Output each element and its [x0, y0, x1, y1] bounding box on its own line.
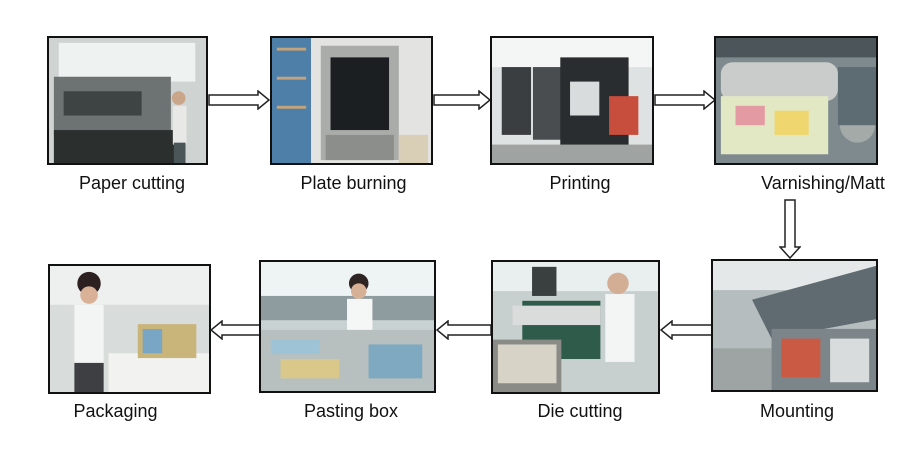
arrow-left-icon — [660, 320, 714, 340]
plate-burning-photo — [270, 36, 433, 165]
pasting-box-photo — [259, 260, 436, 393]
arrow-left-icon — [436, 320, 492, 340]
step-label-pasting-box: Pasting box — [303, 401, 399, 421]
packaging-photo — [48, 264, 211, 394]
arrow-right-icon — [208, 90, 270, 110]
die-cutting-photo — [491, 260, 660, 394]
step-label-packaging: Packaging — [73, 401, 158, 421]
arrow-left-icon — [210, 320, 262, 340]
step-label-die-cutting: Die cutting — [537, 401, 623, 421]
arrow-right-icon — [654, 90, 716, 110]
paper-cutting-photo — [47, 36, 208, 165]
varnishing-photo — [714, 36, 878, 165]
mounting-photo — [711, 259, 878, 392]
step-label-paper-cutting: Paper cutting — [78, 173, 186, 193]
arrow-down-icon — [779, 199, 801, 259]
arrow-right-icon — [433, 90, 491, 110]
step-label-printing: Printing — [549, 173, 611, 193]
step-label-plate-burning: Plate burning — [300, 173, 407, 193]
step-label-varnishing: Varnishing/Matt — [761, 173, 885, 193]
step-label-mounting: Mounting — [759, 401, 835, 421]
printing-photo — [490, 36, 654, 165]
